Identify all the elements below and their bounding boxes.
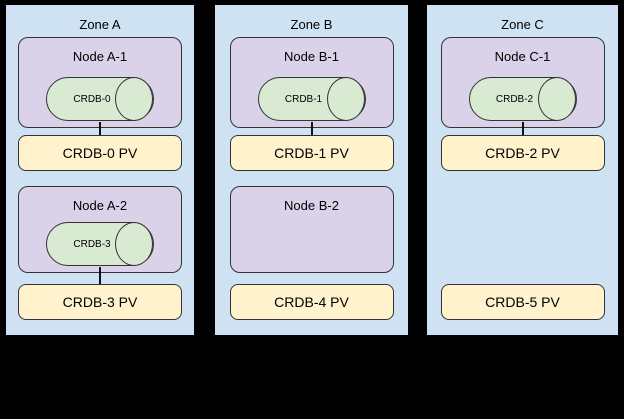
node-b-2-label: Node B-2 <box>284 198 339 213</box>
node-c-1-label: Node C-1 <box>494 49 551 64</box>
zone-c-label: Zone C <box>501 17 544 32</box>
node-a-2-label: Node A-2 <box>72 198 128 213</box>
pv-crdb-5: CRDB-5 PV <box>440 284 605 320</box>
pv-crdb-3: CRDB-3 PV <box>18 284 182 320</box>
db-cylinder-cap <box>115 222 153 266</box>
db-crdb-3-label: CRDB-3 <box>73 238 111 250</box>
db-cylinder-cap <box>115 77 153 121</box>
node-a-1: Node A-1 CRDB-0 <box>18 37 182 128</box>
node-c-1: Node C-1 CRDB-2 <box>440 37 605 128</box>
db-cylinder-crdb-0: CRDB-0 <box>46 77 154 121</box>
zone-a-label: Zone A <box>79 17 121 32</box>
pv-crdb-1: CRDB-1 PV <box>229 135 394 171</box>
db-cylinder-cap <box>326 77 365 121</box>
db-crdb-0-label: CRDB-0 <box>73 93 111 105</box>
node-b-1: Node B-1 CRDB-1 <box>229 37 394 128</box>
node-b-2: Node B-2 <box>229 186 394 273</box>
connector-node-a-1-to-pv <box>99 122 101 135</box>
db-crdb-1-label: CRDB-1 <box>284 93 323 105</box>
db-cylinder-crdb-1: CRDB-1 <box>257 77 366 121</box>
zone-b: Zone B Node B-1 CRDB-1 CRDB-1 PV Node B-… <box>213 3 410 337</box>
zone-c: Zone C Node C-1 CRDB-2 CRDB-2 PV CRDB-5 … <box>425 3 620 337</box>
connector-node-a-2-to-pv <box>99 267 101 284</box>
db-crdb-2-label: CRDB-2 <box>495 93 534 105</box>
db-cylinder-crdb-2: CRDB-2 <box>468 77 577 121</box>
pv-crdb-4: CRDB-4 PV <box>229 284 394 320</box>
node-a-1-label: Node A-1 <box>72 49 128 64</box>
db-cylinder-crdb-3: CRDB-3 <box>46 222 154 266</box>
connector-node-c-1-to-pv <box>521 122 524 135</box>
node-b-1-label: Node B-1 <box>284 49 339 64</box>
zone-b-label: Zone B <box>290 17 333 32</box>
zone-a: Zone A Node A-1 CRDB-0 CRDB-0 PV Node A-… <box>4 3 196 337</box>
pv-crdb-0: CRDB-0 PV <box>18 135 182 171</box>
db-cylinder-cap <box>537 77 576 121</box>
node-a-2: Node A-2 CRDB-3 <box>18 186 182 273</box>
connector-node-b-1-to-pv <box>310 122 313 135</box>
pv-crdb-2: CRDB-2 PV <box>440 135 605 171</box>
